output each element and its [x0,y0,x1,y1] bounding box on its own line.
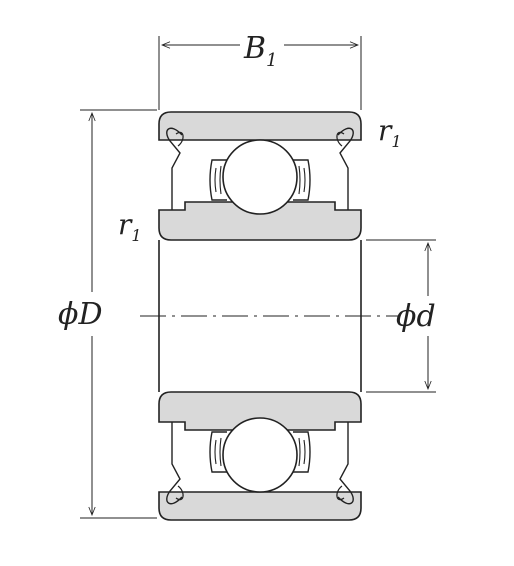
chamfer-label-right: r1 [378,114,402,151]
bearing-top-half [158,111,362,241]
outer-diameter-dimension [80,109,157,519]
bearing-bottom-half [158,391,362,521]
width-dimension [158,36,362,110]
width-label: B1 [243,31,278,71]
bore-diameter-label: ϕd [396,299,436,334]
bore-diameter-dimension [366,239,436,393]
outer-diameter-label: ϕD [58,297,103,332]
chamfer-label-left: r1 [118,208,142,245]
